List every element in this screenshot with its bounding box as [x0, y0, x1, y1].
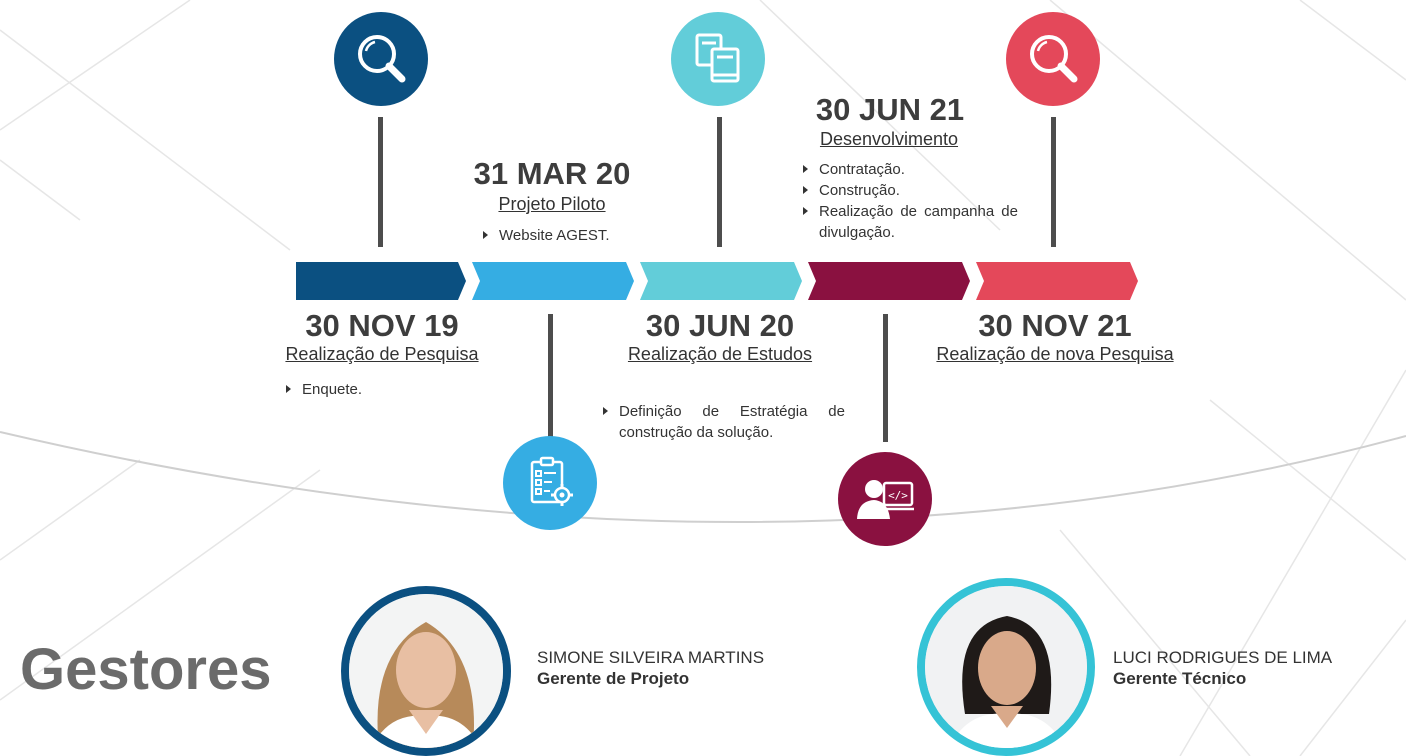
bullet-item: Enquete. — [283, 379, 483, 400]
svg-text:</>: </> — [888, 489, 908, 502]
bullet-item: Construção. — [800, 180, 1018, 201]
milestone-date: 31 MAR 20 — [473, 156, 631, 191]
milestone-bullets: Contratação. Construção. Realização de c… — [800, 159, 1018, 243]
timeline-segment-2 — [472, 262, 634, 300]
checklist-gear-icon — [530, 456, 573, 506]
search-icon — [358, 35, 406, 83]
milestone-bullets: Definição de Estratégia de construção da… — [600, 401, 845, 443]
milestone-bullets: Enquete. — [283, 379, 483, 400]
milestone-date: 30 NOV 21 — [978, 308, 1132, 343]
timeline-bar — [296, 262, 1138, 300]
bullet-item: Contratação. — [800, 159, 1018, 180]
avatar-simone — [341, 586, 511, 756]
milestone-icon-5 — [1006, 12, 1100, 106]
milestone-phase: Projeto Piloto — [498, 194, 606, 214]
milestone-date: 30 JUN 21 — [815, 92, 965, 127]
timeline-segment-3 — [640, 262, 802, 300]
connector-line — [1051, 117, 1056, 247]
bullet-item: Realização de campanha de divulgação. — [800, 201, 1018, 243]
books-icon — [695, 33, 740, 83]
person-role: Gerente de Projeto — [537, 669, 690, 688]
person-photo-placeholder — [349, 594, 503, 748]
timeline-segment-5 — [976, 262, 1138, 300]
connector-line — [717, 117, 722, 247]
milestone-phase: Desenvolvimento — [819, 129, 959, 149]
person-photo-placeholder — [925, 586, 1087, 748]
gestores-title: Gestores — [20, 637, 272, 702]
developer-icon: </> — [857, 480, 914, 519]
avatar-luci — [917, 578, 1095, 756]
milestone-phase: Realização de Estudos — [627, 344, 813, 364]
search-icon — [1030, 35, 1078, 83]
milestone-date: 30 JUN 20 — [645, 308, 795, 343]
milestone-icon-2 — [503, 436, 597, 530]
person-name: LUCI RODRIGUES DE LIMA — [1113, 648, 1333, 667]
milestone-icon-3 — [671, 12, 765, 106]
milestone-date: 30 NOV 19 — [305, 308, 459, 343]
milestone-bullets: Website AGEST. — [480, 225, 660, 246]
bullet-item: Website AGEST. — [480, 225, 660, 246]
connector-line — [548, 314, 553, 442]
milestone-icon-4: </> — [838, 452, 932, 546]
connector-line — [378, 117, 383, 247]
connector-line — [883, 314, 888, 442]
milestone-icon-1 — [334, 12, 428, 106]
bullet-item: Definição de Estratégia de construção da… — [600, 401, 845, 443]
timeline-segment-1 — [296, 262, 466, 300]
timeline-segment-4 — [808, 262, 970, 300]
person-name: SIMONE SILVEIRA MARTINS — [537, 648, 765, 667]
person-role: Gerente Técnico — [1113, 669, 1247, 688]
milestone-phase: Realização de nova Pesquisa — [936, 344, 1174, 364]
milestone-phase: Realização de Pesquisa — [285, 344, 479, 364]
